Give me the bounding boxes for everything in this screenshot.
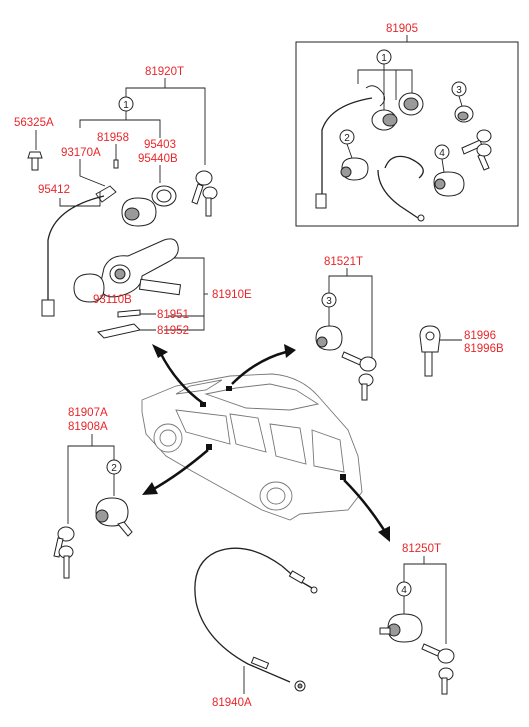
label-95403: 95403 [144, 139, 176, 151]
blank-key-blade [424, 351, 433, 377]
label-81951: 81951 [157, 309, 189, 321]
group-81996: 81996 81996B [419, 325, 504, 377]
release-cable-81940A [194, 547, 291, 683]
label-81996B: 81996B [464, 343, 504, 355]
arrow-to-81250T [378, 526, 390, 542]
callout-3: 3 [326, 296, 332, 307]
arrow-to-81521T [284, 344, 296, 358]
group-81250T: 81250T 4 [379, 543, 455, 695]
callout-3-inset: 3 [456, 85, 462, 96]
release-cable-inset [384, 155, 424, 179]
harness-connector [315, 193, 327, 209]
label-81521T: 81521T [324, 256, 363, 268]
pointer-arrows [142, 344, 390, 542]
label-81250T: 81250T [402, 543, 441, 555]
label-56325A: 56325A [14, 117, 54, 129]
bolt-56325A [27, 151, 43, 171]
ignition-switch [73, 273, 105, 303]
key-set-81920T [191, 170, 218, 217]
vehicle-outline [141, 373, 363, 521]
arrow-to-steering-lock [152, 344, 168, 358]
label-95440B: 95440B [138, 153, 178, 165]
label-95412: 95412 [38, 184, 70, 196]
label-81905: 81905 [386, 23, 418, 35]
bracket-81952 [97, 323, 141, 339]
label-81920T: 81920T [145, 66, 184, 78]
screw-81958 [113, 159, 119, 169]
callout-2-inset: 2 [344, 133, 350, 144]
group-81907A: 81907A 81908A 2 [53, 407, 133, 579]
group-81920T: 81920T 1 56325A 81958 93170A 95403 95440… [14, 66, 218, 317]
label-81996: 81996 [464, 330, 496, 342]
inset-81905: 81905 1 2 3 [295, 23, 519, 227]
group-81521T: 81521T 3 [315, 256, 377, 401]
key-set-inset [461, 129, 492, 171]
tailgate-lock [433, 171, 465, 197]
label-81958: 81958 [97, 132, 129, 144]
group-81940A: 81940A [194, 547, 318, 709]
label-93110B: 93110B [93, 294, 132, 306]
label-93170A: 93170A [61, 147, 101, 159]
harness-plug [41, 299, 55, 317]
ignition-harness [321, 97, 373, 200]
label-81908A: 81908A [68, 421, 108, 433]
callout-2: 2 [111, 463, 117, 474]
leader-1-inset [357, 69, 413, 96]
callout-1-inset: 1 [381, 53, 387, 64]
callout-1: 1 [123, 100, 129, 111]
label-81907A: 81907A [68, 407, 108, 419]
group-81910E: 81910E 93110B 81951 81952 [73, 238, 252, 339]
arrow-to-81907A [142, 482, 158, 495]
key-set-81521T [341, 351, 377, 401]
key-set-81250T [421, 643, 455, 695]
key-set-81907A [53, 526, 75, 579]
ignition-harness-main [47, 195, 105, 302]
label-81940A: 81940A [212, 697, 252, 709]
shear-bolt-81951 [117, 309, 141, 318]
label-81952: 81952 [157, 325, 189, 337]
label-81910E: 81910E [212, 289, 252, 301]
callout-4-inset: 4 [439, 148, 445, 159]
callout-4: 4 [401, 585, 407, 596]
